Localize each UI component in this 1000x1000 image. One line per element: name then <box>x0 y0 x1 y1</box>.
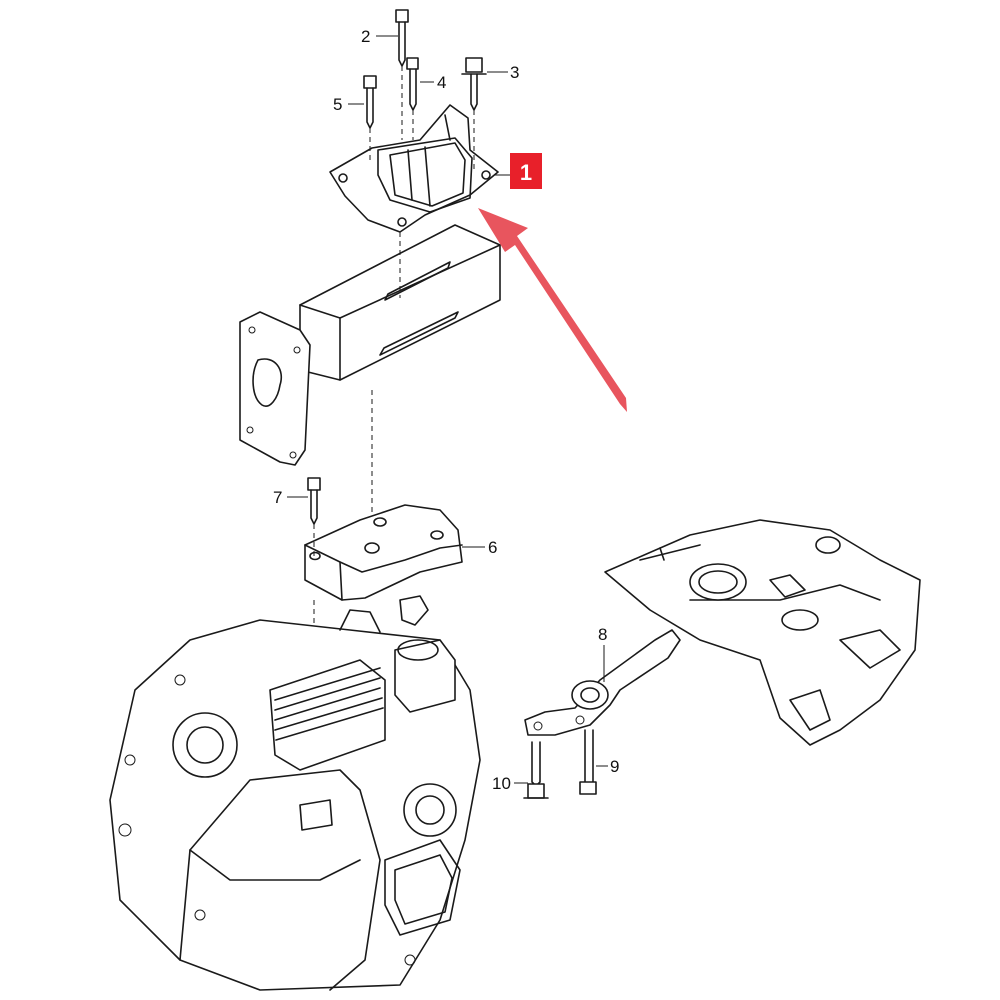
callout-6: 6 <box>488 538 497 557</box>
callout-badge-1: 1 <box>510 153 542 189</box>
carrier-beam <box>239 224 501 520</box>
highlight-arrow <box>478 208 627 412</box>
bolt-2 <box>395 9 409 140</box>
callout-3: 3 <box>510 63 519 82</box>
bolt-7 <box>307 477 321 760</box>
gearbox <box>109 595 481 991</box>
callout-10: 10 <box>492 774 511 793</box>
bolt-5 <box>363 75 377 160</box>
bolt-3 <box>461 57 487 170</box>
callout-8: 8 <box>598 625 607 644</box>
bolt-9 <box>579 729 597 795</box>
subframe <box>604 519 921 746</box>
bolt-4 <box>406 57 419 140</box>
callout-1: 1 <box>520 160 532 185</box>
mount-bracket <box>304 504 463 601</box>
transmission-mount <box>329 104 499 233</box>
callout-7: 7 <box>273 488 282 507</box>
callout-5: 5 <box>333 95 342 114</box>
callout-9: 9 <box>610 757 619 776</box>
pendulum-support <box>524 629 681 736</box>
callout-4: 4 <box>437 73 446 92</box>
bolt-10 <box>523 741 549 799</box>
callout-2: 2 <box>361 27 370 46</box>
leader-lines <box>287 35 608 784</box>
